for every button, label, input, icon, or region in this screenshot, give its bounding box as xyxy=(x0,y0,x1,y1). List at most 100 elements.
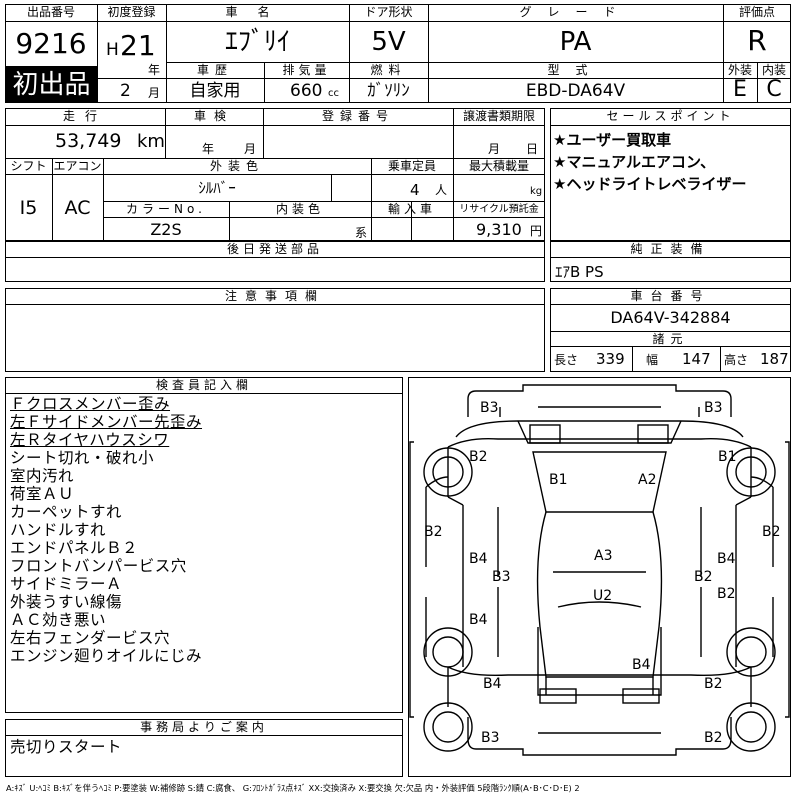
model-code: EBD-DA64V xyxy=(525,81,626,101)
damage-mark: B1 xyxy=(549,472,568,488)
damage-mark: U2 xyxy=(593,588,613,604)
inspector-note: シート切れ・破れ小 xyxy=(10,449,155,467)
first-reg-label: 初度登録 xyxy=(107,5,156,19)
damage-mark: B2 xyxy=(424,524,443,540)
history-label: 車歴 xyxy=(196,63,233,77)
grade: PA xyxy=(559,27,592,57)
height-label: 高さ xyxy=(724,353,749,367)
int-color-label: 内装色 xyxy=(275,202,324,216)
damage-mark: B2 xyxy=(694,569,713,585)
car-name: ｴﾌﾞﾘｲ xyxy=(224,27,290,57)
damage-mark: B2 xyxy=(469,449,488,465)
history: 自家用 xyxy=(189,81,241,101)
length-value: 339 xyxy=(596,350,625,368)
fuel: ｶﾞｿﾘﾝ xyxy=(367,81,410,101)
office-note: 売切りスタート xyxy=(10,738,123,756)
genuine-equipment xyxy=(550,241,791,282)
damage-mark: B2 xyxy=(704,676,723,692)
damage-mark: B2 xyxy=(762,524,781,540)
caution-label: 注意事項欄 xyxy=(224,289,325,303)
transfer-day-unit: 日 xyxy=(526,142,539,156)
ext-color: ｼﾙﾊﾞｰ xyxy=(198,179,236,197)
damage-mark: B2 xyxy=(717,586,736,602)
selling-point-3: ★ヘッドライトレベライザー xyxy=(553,175,747,193)
later-parts-label: 後日発送部品 xyxy=(226,242,323,256)
height-value: 187 xyxy=(760,350,789,368)
era: H xyxy=(106,40,119,60)
inspector-note: エンジン廻りオイルにじみ xyxy=(10,647,203,665)
door-type: 5V xyxy=(371,27,406,57)
office-section xyxy=(5,719,403,777)
inspector-note: Ｆクロスメンバー歪み xyxy=(10,395,171,413)
width-value: 147 xyxy=(682,350,711,368)
damage-mark: B3 xyxy=(481,730,500,746)
damage-mark: B1 xyxy=(718,449,737,465)
fuel-label: 燃料 xyxy=(370,63,407,77)
score-label: 評価点 xyxy=(738,5,775,19)
chassis-section xyxy=(550,288,791,372)
model-label: 型式 xyxy=(547,63,604,77)
first-reg-month: 2 xyxy=(120,81,131,101)
length-label: 長さ xyxy=(554,353,579,367)
first-listing-badge xyxy=(6,66,97,102)
damage-mark: B3 xyxy=(480,400,499,416)
genuine-equipment-value: ｴｱB PS xyxy=(555,263,604,281)
inspection-month-unit: 月 xyxy=(244,142,257,156)
ac-value: AC xyxy=(64,197,91,219)
door-label: ドア形状 xyxy=(364,5,413,19)
import-label: 輸入車 xyxy=(387,202,436,216)
first-reg-year: 21 xyxy=(120,29,156,62)
office-label: 事務局よりご案内 xyxy=(140,720,268,734)
caution-section xyxy=(5,288,545,372)
inspection-year-unit: 年 xyxy=(202,142,215,156)
transfer-deadline-label: 譲渡書類期限 xyxy=(462,109,535,123)
genuine-label: 純正装備 xyxy=(630,242,711,256)
chassis-number: DA64V-342884 xyxy=(610,308,731,327)
damage-mark: B4 xyxy=(483,676,502,692)
chassis-label: 車台番号 xyxy=(630,289,711,303)
inspector-note: 室内汚れ xyxy=(10,467,75,485)
transfer-month-unit: 月 xyxy=(488,142,501,156)
capacity-unit: 人 xyxy=(435,183,448,197)
inspector-note: サイドミラーＡ xyxy=(10,575,123,593)
reg-number-label: 登録番号 xyxy=(321,109,394,123)
selling-points-label: セールスポイント xyxy=(606,109,735,123)
shift-label: シフト xyxy=(10,159,47,173)
damage-mark: A2 xyxy=(638,472,657,488)
lot-number-label: 出品番号 xyxy=(26,5,75,19)
inspector-note: カーペットすれ xyxy=(10,503,123,521)
legend: A:ｷｽﾞ U:ﾍｺﾐ B:ｷｽﾞを伴うﾍｺﾐ P:要塗装 W:補修跡 S:錆 … xyxy=(6,783,580,793)
max-load-unit: kg xyxy=(530,186,543,197)
damage-mark: B4 xyxy=(469,551,488,567)
max-load-label: 最大積載量 xyxy=(468,159,529,173)
width-label: 幅 xyxy=(646,353,659,367)
capacity: 4 xyxy=(410,181,420,199)
car-name-label: 車名 xyxy=(225,5,290,19)
car-outline-diagram xyxy=(409,384,790,756)
inspector-note: 荷室ＡＵ xyxy=(10,485,75,503)
int-color-unit: 系 xyxy=(355,226,368,240)
interior-grade: C xyxy=(766,77,782,102)
displacement-unit: cc xyxy=(328,88,339,99)
inspector-note: 左右フェンダービス穴 xyxy=(10,629,171,647)
damage-mark: B4 xyxy=(469,612,488,628)
displacement-label: 排気量 xyxy=(282,63,331,77)
later-parts-section xyxy=(5,241,545,282)
ext-color-label: 外装色 xyxy=(209,159,264,173)
damage-mark: A3 xyxy=(594,548,613,564)
damage-mark: B3 xyxy=(492,569,511,585)
capacity-label: 乗車定員 xyxy=(387,159,436,173)
mileage-label: 走行 xyxy=(62,109,107,123)
mileage: 53,749 xyxy=(55,130,122,152)
first-listing-text: 初出品 xyxy=(12,70,91,100)
header-section xyxy=(5,4,791,103)
recycle-fee: 9,310 xyxy=(476,220,522,239)
score: R xyxy=(747,24,767,57)
color-no-label: カラーNo. xyxy=(126,202,206,216)
selling-point-1: ★ユーザー買取車 xyxy=(553,131,672,149)
damage-mark: B4 xyxy=(632,657,651,673)
ac-label: エアコン xyxy=(53,159,102,173)
exterior-grade: E xyxy=(733,77,747,102)
inspector-note: ハンドルすれ xyxy=(10,521,107,539)
inspector-note: フロントバンパービス穴 xyxy=(10,557,187,575)
